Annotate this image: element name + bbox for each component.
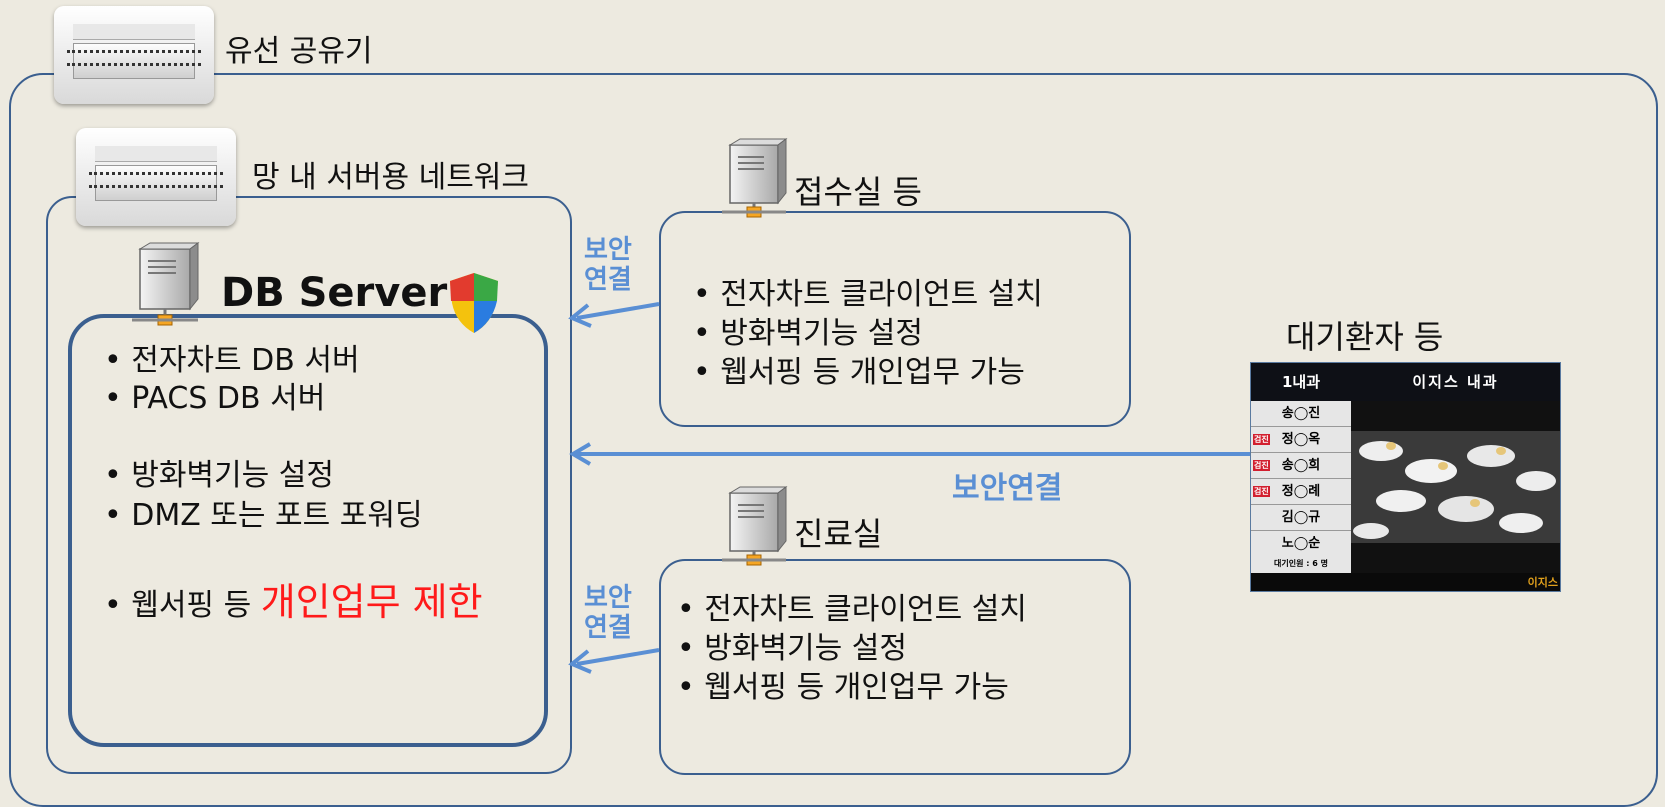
list-item: 웹서핑 등 개인업무 가능 [693, 353, 1043, 392]
secure-link-label-mid: 보안연결 [952, 471, 1063, 506]
reception-label: 접수실 등 [794, 173, 922, 211]
db-server-icon [132, 242, 200, 326]
waiting-label: 대기환자 등 [1286, 318, 1444, 356]
reception-box [659, 211, 1131, 427]
status-badge: 검진 [1253, 434, 1270, 445]
list-item: 송◯진 [1251, 401, 1351, 427]
list-item: DMZ 또는 포트 포워딩 [104, 496, 422, 536]
outer-network-box [9, 73, 1658, 807]
clinic-server-icon [722, 486, 788, 566]
switch-icon [76, 128, 236, 226]
screen-footer: 이지스 [1527, 576, 1558, 589]
db-server-box [68, 314, 548, 747]
list-item: 전자차트 클라이언트 설치 [677, 590, 1027, 629]
list-item: 방화벽기능 설정 [104, 456, 423, 496]
router-icon [54, 6, 214, 104]
clinic-box [659, 559, 1131, 775]
reception-list: 전자차트 클라이언트 설치 방화벽기능 설정 웹서핑 등 개인업무 가능 [693, 275, 1043, 392]
list-item: 웹서핑 등 개인업무 가능 [677, 668, 1027, 707]
arrow-reception-to-db [568, 302, 660, 328]
clinic-label: 진료실 [794, 515, 883, 553]
list-item: 방화벽기능 설정 [693, 314, 1043, 353]
reception-server-icon [722, 138, 788, 218]
list-item: 김◯규 [1251, 505, 1351, 531]
shield-icon [450, 273, 498, 333]
arrow-clinic-to-db [568, 648, 660, 674]
waiting-count: 대기인원 : 6 명 [1251, 555, 1351, 573]
db-server-list-2: 방화벽기능 설정 DMZ 또는 포트 포워딩 [104, 456, 423, 536]
db-server-restriction: • 웹서핑 등 개인업무 제한 [104, 580, 483, 624]
arrow-waiting-to-db [569, 442, 1250, 466]
server-network-label: 망 내 서버용 네트워크 [252, 160, 530, 195]
list-item: 전자차트 DB 서버 [104, 342, 359, 380]
list-item: PACS DB 서버 [104, 380, 360, 418]
db-server-title: DB Server [221, 270, 448, 316]
clinic-list: 전자차트 클라이언트 설치 방화벽기능 설정 웹서핑 등 개인업무 가능 [677, 590, 1027, 707]
list-item: 노◯순 [1251, 531, 1351, 557]
restriction-prefix: 웹서핑 등 [131, 588, 261, 623]
gannet-photo [1351, 431, 1560, 543]
db-server-list-1: 전자차트 DB 서버 PACS DB 서버 [104, 342, 360, 418]
status-badge: 검진 [1253, 486, 1270, 497]
server-network-box [46, 196, 572, 774]
status-badge: 검진 [1253, 460, 1270, 471]
list-item: 방화벽기능 설정 [677, 629, 1027, 668]
screen-dept: 1내과 [1281, 373, 1321, 391]
outer-network-label: 유선 공유기 [225, 34, 373, 69]
restriction-highlight: 개인업무 제한 [260, 580, 483, 624]
screen-title: 이지스 내과 [1412, 373, 1499, 391]
list-item: 전자차트 클라이언트 설치 [693, 275, 1043, 314]
